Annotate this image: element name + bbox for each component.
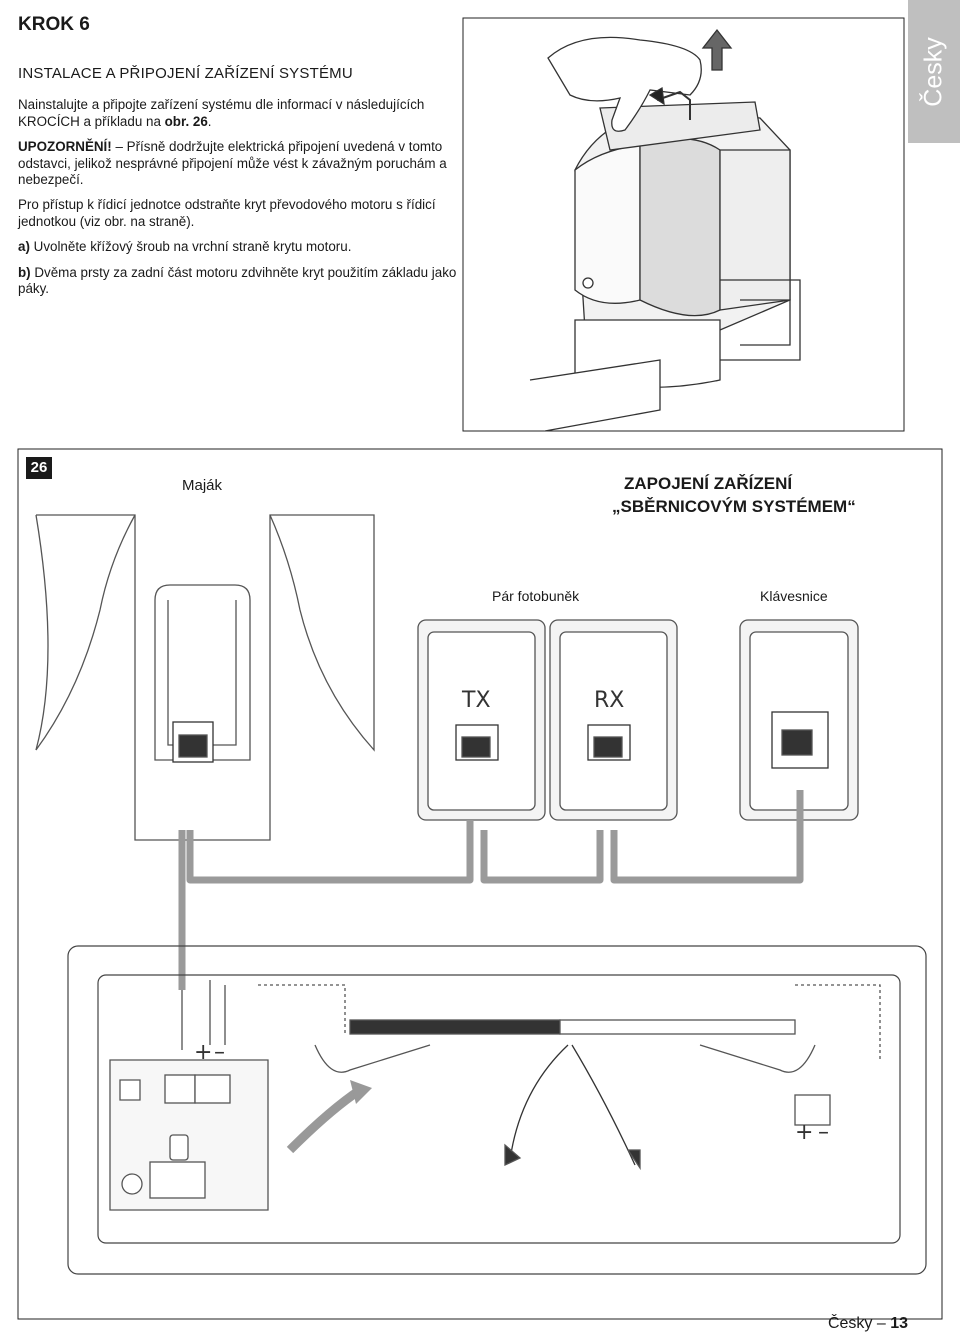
figure-title-line2: „SBĚRNICOVÝM SYSTÉMEM“ [612,497,856,516]
section-heading: INSTALACE A PŘIPOJENÍ ZAŘÍZENÍ SYSTÉMU [18,65,353,82]
figure-title-line1: ZAPOJENÍ ZAŘÍZENÍ [624,474,793,493]
tx-label: TX [462,688,491,713]
step-title: KROK 6 [18,14,90,35]
warning-text: – Přísně dodržujte elektrická připojení … [18,139,447,188]
footer-dash: – [876,1315,886,1332]
intro-period: . [207,113,212,129]
beacon-lamp-drawing [35,514,375,841]
step-b-text: Dvěma prsty za zadní část motoru zdvihně… [18,264,457,297]
photocell-label: Pár fotobuněk [492,588,580,604]
rx-label: RX [594,688,625,713]
bus-cables [178,790,804,990]
motor-plus-label: + [795,1120,814,1145]
step-a-label: a) [18,239,30,255]
step-a: a) Uvolněte křížový šroub na vrchní stra… [18,239,458,255]
beacon-label: Maják [182,477,223,494]
instructions-text: INSTALACE A PŘIPOJENÍ ZAŘÍZENÍ SYSTÉMU N… [18,65,458,306]
keypad-label: Klávesnice [760,588,828,604]
motor-minus-label: – [818,1120,829,1145]
step-b-label: b) [18,264,31,280]
control-unit-board [109,1059,269,1211]
page-number: 13 [890,1315,908,1332]
figure-number: 26 [26,457,52,479]
arrow-head [350,1080,372,1104]
connection-arrow [286,1086,363,1154]
step-a-text: Uvolněte křížový šroub na vrchní straně … [29,239,352,255]
access-paragraph: Pro přístup k řídicí jednotce odstraňte … [18,197,436,229]
step-b: b) Dvěma prsty za zadní část motoru zdvi… [18,265,458,298]
warning-label: UPOZORNĚNÍ! [18,139,112,155]
motor-cover-illustration [529,28,801,432]
control-minus-label: – [214,1040,225,1065]
page-footer: Česky – 13 [828,1315,908,1333]
wiring-figure-frame [17,448,943,1320]
warning-paragraph: UPOZORNĚNÍ! – Přísně dodržujte elektrick… [18,139,458,188]
language-tab: Česky [908,0,960,143]
intro-paragraph: Nainstalujte a připojte zařízení systému… [18,97,458,130]
intro-text: Nainstalujte a připojte zařízení systému… [18,97,425,129]
cover-removal-frame [462,17,905,432]
footer-language: Česky [827,1315,873,1332]
figure-reference: obr. 26 [164,113,208,129]
control-plus-label: + [194,1040,213,1065]
device-housings [417,619,859,821]
main-loop-cable [67,945,927,1275]
gate-drawing [258,984,881,1171]
